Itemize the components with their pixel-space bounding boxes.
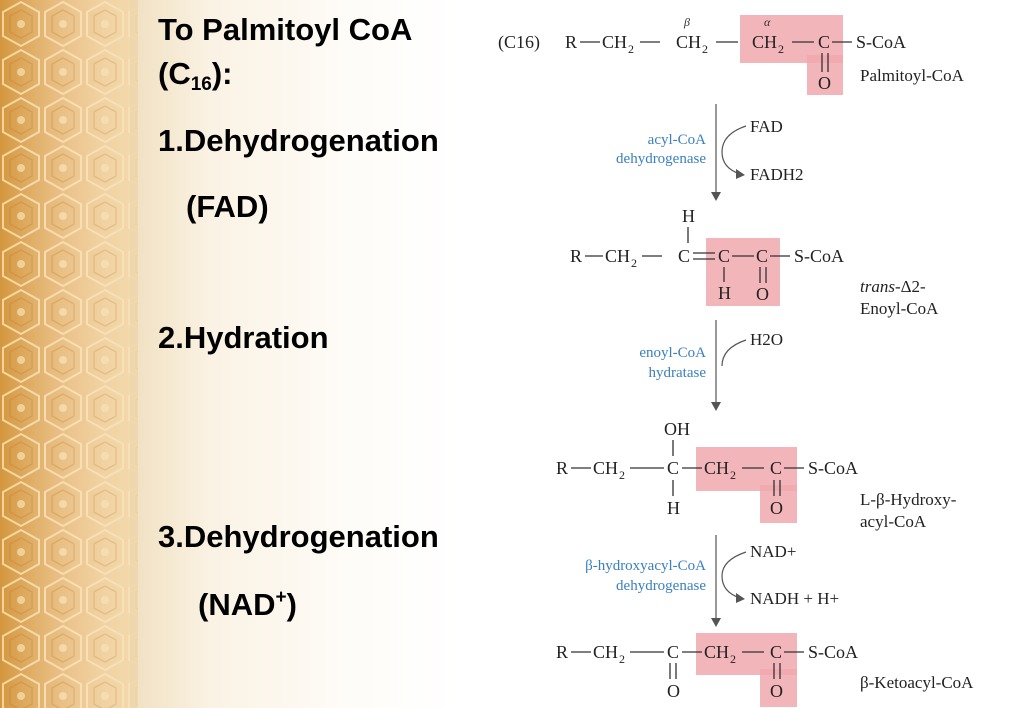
enoyl-name-line-2: Enoyl-CoA	[860, 299, 939, 318]
enoyl-name-line-1: trans-Δ2-	[860, 277, 926, 296]
hydroxy-carbonyl-o: O	[770, 498, 783, 518]
cofactor-curve	[721, 339, 747, 367]
step-1-enzyme-line-2: dehydrogenase	[616, 151, 706, 167]
enoyl-carbonyl-c: C	[756, 246, 768, 266]
step-3-cofactor: (NAD+)	[198, 588, 297, 620]
hydroxy-beta-c: C	[667, 458, 679, 478]
palmitoyl-ch2-1: CH	[602, 32, 627, 52]
subscript-2: 2	[702, 42, 708, 56]
step-2-enzyme-line-2: hydratase	[649, 365, 707, 381]
keto-beta-o: O	[667, 681, 680, 701]
enoyl-carbonyl-o: O	[756, 284, 769, 304]
subscript-2: 2	[631, 256, 637, 270]
cofactor-curve	[721, 125, 747, 175]
step-3-cofactor-out: NADH + H+	[750, 589, 839, 608]
palmitoyl-s-coa: S-CoA	[856, 32, 906, 52]
subscript-2: 2	[730, 652, 736, 666]
hydroxy-r: R	[556, 458, 568, 478]
alpha-label: α	[764, 15, 771, 29]
step-3-enzyme-line-2: dehydrogenase	[616, 578, 706, 594]
step-1-label: 1.Dehydrogenation	[158, 123, 439, 158]
keto-ch2: CH	[593, 642, 618, 662]
hydroxy-ch2-alpha: CH	[704, 458, 729, 478]
enoyl-top-h: H	[682, 206, 695, 226]
highlight-carbonyl	[807, 55, 843, 95]
palmitoyl-prefix: (C16)	[498, 32, 540, 53]
palmitoyl-r: R	[565, 32, 577, 52]
hydroxy-carbonyl-c: C	[770, 458, 782, 478]
step-1-reaction-arrow: acyl-CoA dehydrogenase FAD FADH2	[616, 104, 804, 201]
hydroxy-oh: OH	[664, 419, 690, 439]
enoyl-r: R	[570, 246, 582, 266]
keto-carbonyl-o: O	[770, 681, 783, 701]
arrowhead	[711, 192, 721, 201]
highlight-double-bond	[706, 238, 780, 306]
arrowhead	[736, 169, 745, 179]
step-3-cofactor-in: NAD+	[750, 542, 796, 561]
enoyl-beta-c: C	[678, 246, 690, 266]
step-1-enzyme-line-1: acyl-CoA	[648, 132, 706, 148]
keto-beta-c: C	[667, 642, 679, 662]
step-2-enzyme-line-1: enoyl-CoA	[639, 345, 706, 361]
enoyl-ch2: CH	[605, 246, 630, 266]
enoyl-s-coa: S-CoA	[794, 246, 844, 266]
step-2-label: 2.Hydration	[158, 320, 329, 355]
cofactor-curve	[721, 551, 747, 599]
palmitoyl-coa-name: Palmitoyl-CoA	[860, 66, 965, 85]
arrowhead	[736, 593, 745, 603]
beta-label: β	[683, 15, 690, 29]
hydroxy-beta-h: H	[667, 498, 680, 518]
step-3-cofactor-superscript: +	[275, 587, 287, 608]
step-2-reaction-arrow: enoyl-CoA hydratase H2O	[639, 320, 783, 411]
arrowhead	[711, 402, 721, 411]
keto-r: R	[556, 642, 568, 662]
keto-carbonyl-c: C	[770, 642, 782, 662]
step-1-cofactor: (FAD)	[186, 189, 269, 224]
step-3-reaction-arrow: β-hydroxyacyl-CoA dehydrogenase NAD+ NAD…	[585, 535, 839, 627]
title-line-1: To Palmitoyl CoA	[158, 12, 413, 47]
palmitoyl-ch2-beta: CH	[676, 32, 701, 52]
step-3-cofactor-suffix: )	[286, 587, 297, 622]
subscript-2: 2	[730, 468, 736, 482]
subscript-2: 2	[778, 42, 784, 56]
decorative-pattern-band	[0, 0, 138, 708]
palmitoyl-carbonyl-c: C	[818, 32, 830, 52]
step-1-cofactor-out: FADH2	[750, 165, 804, 184]
palmitoyl-carbonyl-o: O	[818, 73, 831, 93]
background-fade-panel	[130, 0, 460, 708]
subscript-2: 2	[628, 42, 634, 56]
enoyl-alpha-c: C	[718, 246, 730, 266]
highlight-carbonyl	[760, 669, 797, 707]
keto-s-coa: S-CoA	[808, 642, 858, 662]
enoyl-alpha-h: H	[718, 283, 731, 303]
step-2-cofactor-in: H2O	[750, 330, 783, 349]
hydroxy-name-line-2: acyl-CoA	[860, 512, 927, 531]
hydroxy-s-coa: S-CoA	[808, 458, 858, 478]
step-3-enzyme-line-1: β-hydroxyacyl-CoA	[585, 558, 706, 574]
hydroxy-ch2: CH	[593, 458, 618, 478]
subscript-2: 2	[619, 468, 625, 482]
step-1-cofactor-in: FAD	[750, 117, 783, 136]
title-line-2-prefix: (C	[158, 56, 191, 91]
highlight-carbonyl	[760, 485, 797, 523]
title-line-2-suffix: ):	[211, 56, 233, 91]
subscript-2: 2	[619, 652, 625, 666]
palmitoyl-ch2-alpha: CH	[752, 32, 777, 52]
arrowhead	[711, 618, 721, 627]
keto-ch2-alpha: CH	[704, 642, 729, 662]
ketoacyl-name: β-Ketoacyl-CoA	[860, 673, 974, 692]
title-line-2-subscript: 16	[190, 74, 212, 95]
title-line-2: (C16):	[158, 58, 233, 94]
step-3-cofactor-prefix: (NAD	[198, 587, 276, 622]
step-3-label: 3.Dehydrogenation	[158, 519, 439, 554]
hydroxy-name-line-1: L-β-Hydroxy-	[860, 490, 957, 509]
